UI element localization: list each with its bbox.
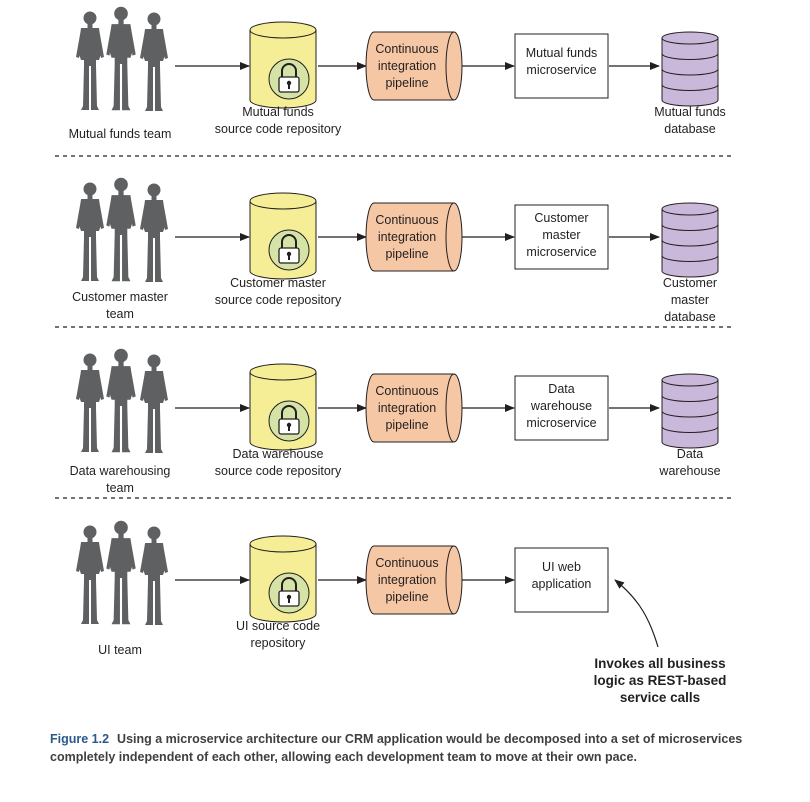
person-silhouette-icon	[106, 348, 136, 453]
team-people-icon	[76, 6, 168, 111]
microservice-label: Mutual funds microservice	[525, 46, 598, 77]
lane-2	[76, 177, 719, 282]
team-label: Mutual funds team	[68, 127, 172, 141]
team-label: UI team	[98, 643, 142, 657]
database-icon	[661, 202, 719, 278]
person-silhouette-icon	[106, 6, 136, 111]
pipeline-label: Continuous integration pipeline	[375, 42, 439, 90]
annotation-note: Invokes all business logic as REST-based…	[593, 656, 727, 705]
repository-label: Customer master source code repository	[214, 276, 342, 307]
microservice-label: UI web application	[531, 560, 592, 591]
figure-number: Figure 1.2	[50, 732, 110, 746]
source-code-repository	[249, 363, 317, 451]
person-silhouette-icon	[140, 183, 168, 282]
annotation-arrow	[614, 579, 659, 648]
repository-label: Data warehouse source code repository	[214, 447, 342, 478]
team-people-icon	[76, 177, 168, 282]
repository-label: UI source code repository	[235, 619, 321, 650]
microservice-label: Data warehouse microservice	[526, 382, 597, 430]
microservice-box	[514, 375, 609, 441]
source-code-repository	[249, 21, 317, 109]
padlock-icon	[268, 58, 310, 100]
person-silhouette-icon	[76, 525, 104, 624]
source-code-repository	[249, 535, 317, 623]
microservice-box	[514, 204, 609, 270]
padlock-icon	[268, 400, 310, 442]
pipeline-label: Continuous integration pipeline	[375, 213, 439, 261]
ci-pipeline	[365, 202, 463, 272]
person-silhouette-icon	[140, 526, 168, 625]
microservice-label: Customer master microservice	[526, 211, 597, 259]
person-silhouette-icon	[76, 353, 104, 452]
team-people-icon	[76, 348, 168, 453]
ci-pipeline	[365, 545, 463, 615]
lane-1	[76, 6, 719, 111]
person-silhouette-icon	[76, 182, 104, 281]
database-label: Customer master database	[662, 276, 718, 324]
padlock-icon	[268, 229, 310, 271]
database-icon	[661, 373, 719, 449]
database-label: Data warehouse	[659, 447, 721, 478]
person-silhouette-icon	[106, 520, 136, 625]
person-silhouette-icon	[106, 177, 136, 282]
pipeline-label: Continuous integration pipeline	[375, 384, 439, 432]
database-label: Mutual funds database	[654, 105, 726, 136]
figure-caption-text: Using a microservice architecture our CR…	[50, 732, 743, 764]
ci-pipeline	[365, 373, 463, 443]
lane-4	[76, 520, 609, 625]
person-silhouette-icon	[140, 12, 168, 111]
team-label: Data warehousing team	[69, 464, 171, 495]
source-code-repository	[249, 192, 317, 280]
microservice-box	[514, 33, 609, 99]
microservice-box	[514, 547, 609, 613]
pipeline-label: Continuous integration pipeline	[375, 556, 439, 604]
padlock-icon	[268, 572, 310, 614]
ci-pipeline	[365, 31, 463, 101]
person-silhouette-icon	[140, 354, 168, 453]
person-silhouette-icon	[76, 11, 104, 110]
team-people-icon	[76, 520, 168, 625]
lane-3	[76, 348, 719, 453]
database-icon	[661, 31, 719, 107]
repository-label: Mutual funds source code repository	[214, 105, 342, 136]
team-label: Customer master team	[72, 290, 168, 321]
